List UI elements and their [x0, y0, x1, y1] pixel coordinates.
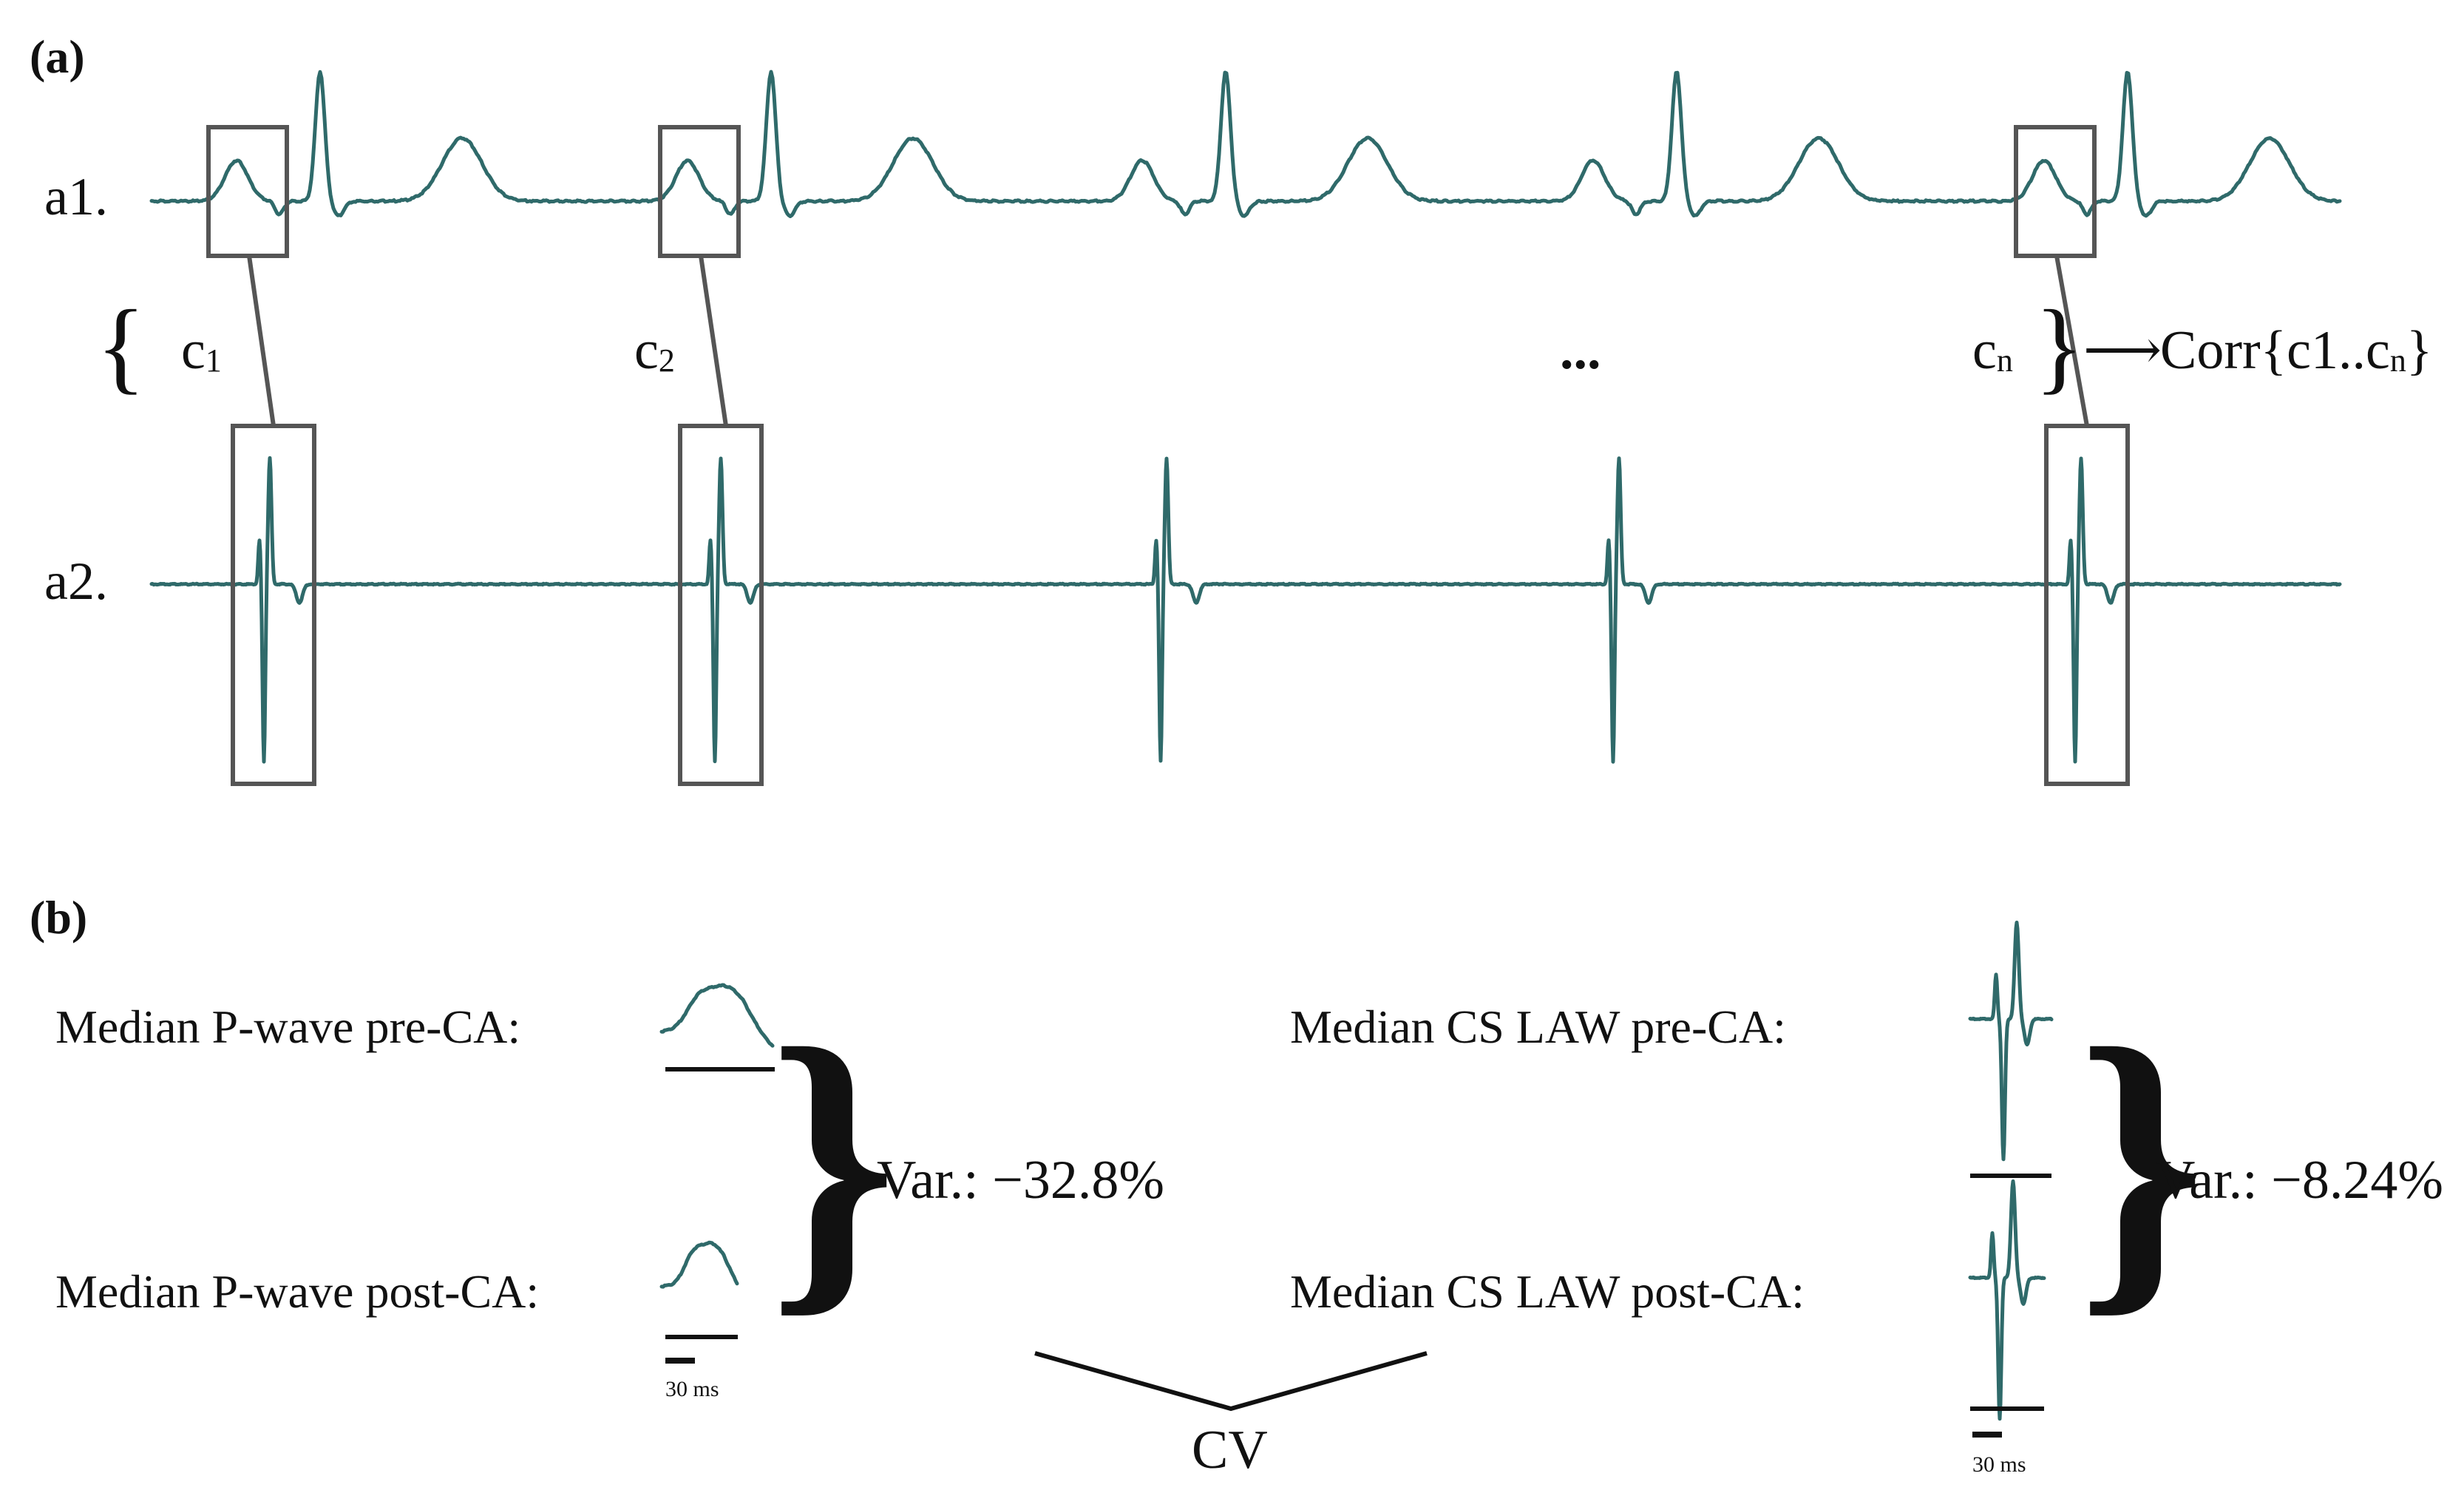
- window-box-a1-cn: [2014, 125, 2097, 258]
- cs-brace: }: [2077, 983, 2205, 1343]
- window-box-a1-c1: [206, 125, 289, 258]
- panel-a: (a) a1. a2. { c1 c2 ... cn } ⟶: [30, 30, 2432, 786]
- pwave-post-trace: [659, 1240, 739, 1289]
- cs-pre-label: Median CS LAW pre-CA:: [1290, 1001, 1786, 1053]
- cs-scale-label: 30 ms: [1972, 1452, 2026, 1477]
- pwave-brace: }: [769, 983, 897, 1343]
- cv-label: CV: [1192, 1420, 1268, 1480]
- window-box-a2-c2: [678, 424, 764, 786]
- connector-cn: [2054, 255, 2089, 427]
- label-c2: c2: [634, 320, 675, 381]
- window-box-a2-c1: [231, 424, 316, 786]
- row-a2-label: a2.: [44, 552, 108, 611]
- trace-a1-ecg: [149, 70, 2342, 218]
- brace-right: }: [2034, 289, 2084, 404]
- pwave-pre-label: Median P-wave pre-CA:: [55, 1001, 520, 1053]
- pwave-post-label: Median P-wave post-CA:: [55, 1265, 539, 1318]
- trace-a2-egm: [149, 456, 2342, 764]
- connector-c1: [247, 255, 276, 427]
- cs-law-pre-trace: [1968, 921, 2054, 1162]
- window-box-a2-cn: [2044, 424, 2130, 786]
- pwave-variation: Var.: −32.8%: [877, 1150, 1164, 1211]
- label-cn: cn: [1972, 320, 2013, 381]
- ellipsis: ...: [1560, 320, 1601, 381]
- panel-b-label: (b): [30, 891, 87, 944]
- cs-law-post-trace: [1968, 1179, 2046, 1421]
- connector-c2: [699, 255, 728, 427]
- window-box-a1-c2: [658, 125, 741, 258]
- cs-variation: Var.: −8.24%: [2156, 1150, 2443, 1211]
- cv-connector: [1034, 1351, 1428, 1412]
- pwave-scale-label: 30 ms: [665, 1377, 719, 1401]
- corr-label: Corr{c1..cn}: [2160, 320, 2432, 381]
- panel-a-label: (a): [30, 30, 85, 83]
- brace-left: {: [96, 289, 146, 404]
- panel-b: (b) Median P-wave pre-CA: Median P-wave …: [30, 891, 2443, 1480]
- pwave-pre-trace: [659, 983, 775, 1048]
- arrow-to-corr: ⟶: [2083, 320, 2162, 381]
- cs-post-label: Median CS LAW post-CA:: [1290, 1265, 1805, 1318]
- row-a1-label: a1.: [44, 167, 108, 226]
- label-c1: c1: [181, 320, 222, 381]
